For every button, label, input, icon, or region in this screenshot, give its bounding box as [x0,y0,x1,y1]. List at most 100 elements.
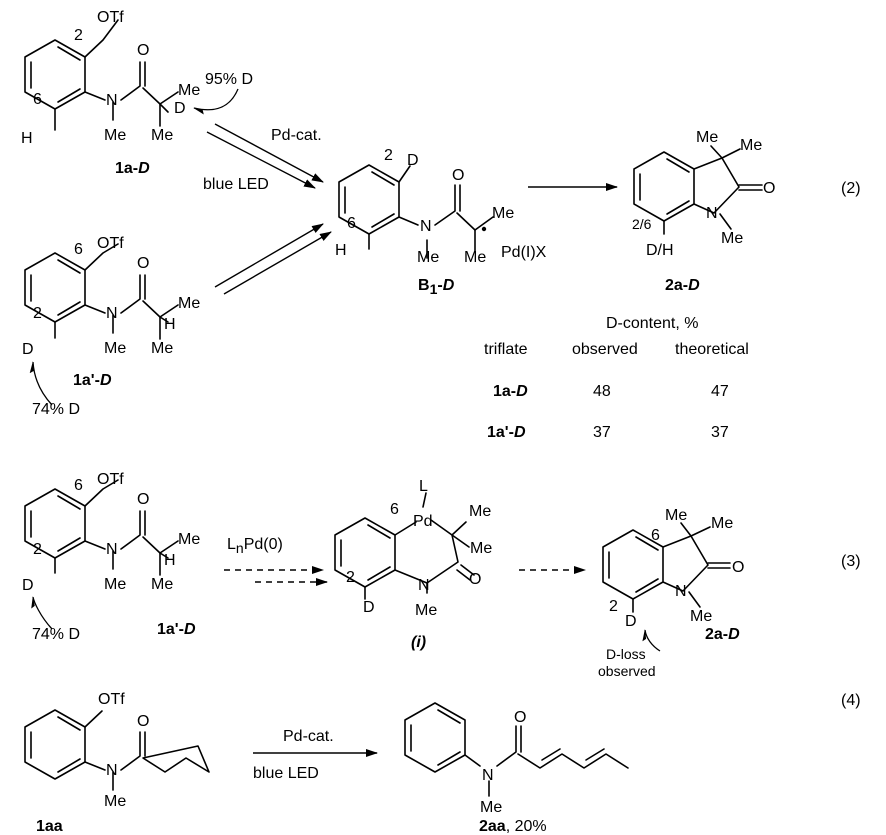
1a-prime-D-N: N [106,305,118,322]
table-row-1a-prime-D-observed: 37 [593,424,611,441]
eq4-arrow-bottom: blue LED [253,765,319,782]
2a-D-label: 2a-D [665,277,700,294]
1a-D-Me2: Me [151,127,173,144]
B1-D-label: B1-D [418,277,455,297]
1a-prime-D-D: D [22,341,34,358]
eq3-sm-D: D [22,577,34,594]
arrow-top-label-blueled: blue LED [203,176,269,193]
2aa-O: O [514,709,526,726]
2a-D-O: O [763,180,775,197]
structure-eq3-2a-D: Me Me 6 O N Me 2 D D-loss observed 2a-D [598,507,744,679]
1a-D-H: H [21,130,33,147]
eq2-number: (2) [841,180,861,197]
1a-D-pos2: 2 [74,27,83,44]
structure-2a-D: Me Me O N Me 2/6 D/H 2a-D [632,129,775,294]
i-label: (i) [411,634,426,651]
i-pos2: 2 [346,569,355,586]
1a-prime-D-H: H [164,316,176,333]
1a-prime-D-pos6: 6 [74,241,83,258]
eq3-sm-pos2: 2 [33,541,42,558]
1a-D-annotation: 95% D [205,71,253,88]
eq2: OTf 2 6 H N Me O Me D Me 1a-D 95% D Pd-c… [21,9,861,441]
equilibrium-arrows-top [206,123,324,189]
B1-D-D: D [407,152,419,169]
B1-D-NMe: Me [417,249,439,266]
1a-prime-D-pos2: 2 [33,305,42,322]
table-header-top: D-content, % [606,315,698,332]
table-row-1a-prime-D-name: 1a'-D [487,424,526,441]
1aa-O: O [137,713,149,730]
table-row-1a-D-theoretical: 47 [711,383,729,400]
eq3-prod-ann2: observed [598,663,656,679]
eq3-sm-pos6: 6 [74,477,83,494]
1a-D-D: D [174,100,186,117]
eq4: OTf N Me O 1aa Pd-cat. blue LED O N Me 2… [24,691,861,835]
i-Me1: Me [469,503,491,520]
i-pos6: 6 [390,501,399,518]
B1-D-Me2: Me [464,249,486,266]
B1-D-pos6: 6 [347,215,356,232]
eq3-sm-Me1: Me [178,531,200,548]
eq4-arrow-top: Pd-cat. [283,728,334,745]
arrow-top-label-pdcat: Pd-cat. [271,127,322,144]
table-row-1a-D-observed: 48 [593,383,611,400]
structure-1aa: OTf N Me O 1aa [24,691,210,835]
eq3-prod-D: D [625,613,637,630]
1a-D-O: O [137,42,149,59]
1a-prime-D-OTf: OTf [97,235,124,252]
2aa-N: N [482,767,494,784]
i-N: N [418,577,430,594]
B1-D-H: H [335,242,347,259]
1a-D-NMe: Me [104,127,126,144]
eq3-prod-pos2: 2 [609,598,618,615]
1a-prime-D-label: 1a'-D [73,372,112,389]
B1-D-pos2: 2 [384,147,393,164]
structure-1a-D: OTf 2 6 H N Me O Me D Me 1a-D 95% D [21,9,253,177]
eq3-prod-N: N [675,583,687,600]
1a-prime-D-Me1: Me [178,295,200,312]
i-L: L [419,478,428,495]
structure-B1-D: 2 D 6 H N Me O Me Me Pd(I)X B1-D [335,147,547,297]
table-row-1a-prime-D-theoretical: 37 [711,424,729,441]
1a-D-Me1: Me [178,82,200,99]
1a-prime-D-NMe: Me [104,340,126,357]
eq3-sm-label: 1a'-D [157,621,196,638]
structure-2aa: O N Me 2aa, 20% [404,702,629,835]
eq3-sm-H: H [164,552,176,569]
i-Me2: Me [470,540,492,557]
eq3-sm-NMe: Me [104,576,126,593]
B1-D-O: O [452,167,464,184]
eq3-prod-O: O [732,559,744,576]
1a-D-pos6: 6 [33,91,42,108]
eq3-sm-Me2: Me [151,576,173,593]
eq3-prod-Me2: Me [711,515,733,532]
1a-prime-D-annotation: 74% D [32,401,80,418]
2a-D-N: N [706,205,718,222]
structure-eq3-1a-prime-D: OTf 6 2 D N Me O Me H Me 1a'-D 74% D [22,471,200,643]
i-NMe: Me [415,602,437,619]
2a-D-Me2: Me [740,137,762,154]
1aa-NMe: Me [104,793,126,810]
eq3-prod-pos6: 6 [651,527,660,544]
2a-D-pos: 2/6 [632,216,652,232]
table-col-observed: observed [572,341,638,358]
eq4-number: (4) [841,692,861,709]
2a-D-NMe: Me [721,230,743,247]
eq3: OTf 6 2 D N Me O Me H Me 1a'-D 74% D LnP… [22,471,861,679]
1aa-N: N [106,762,118,779]
1aa-label: 1aa [36,818,63,835]
eq3-sm-O: O [137,491,149,508]
eq3-prod-label: 2a-D [705,626,740,643]
table-col-theoretical: theoretical [675,341,749,358]
2aa-NMe: Me [480,799,502,816]
1a-D-label: 1a-D [115,160,150,177]
table-row-1a-D-name: 1a-D [493,383,528,400]
structure-1a-prime-D: OTf 6 2 D N Me O Me H Me 1a'-D 74% D [22,235,200,418]
1a-prime-D-Me2: Me [151,340,173,357]
1a-D-OTf: OTf [97,9,124,26]
B1-D-N: N [420,218,432,235]
structure-palladacycle-i: L Pd 6 Me Me O N Me 2 D (i) [334,478,492,651]
table-col-triflate: triflate [484,341,528,358]
eq3-sm-annotation: 74% D [32,626,80,643]
B1-D-PdX: Pd(I)X [501,244,547,261]
